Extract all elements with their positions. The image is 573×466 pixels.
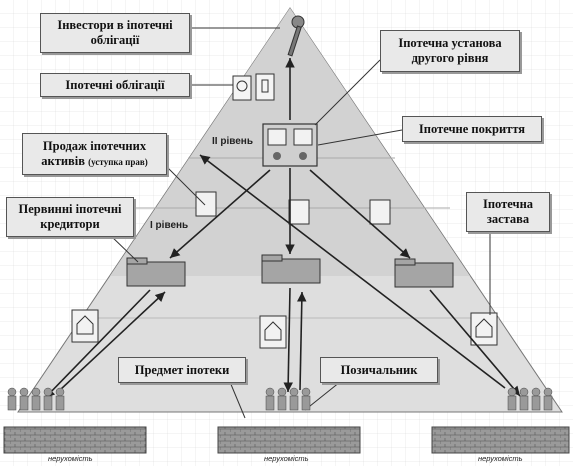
real-estate-label-left: нерухомість (48, 454, 93, 463)
safe-icon (262, 123, 318, 167)
people-group-left (7, 387, 65, 411)
callout-asset-sale-word: активів (41, 153, 86, 168)
callout-asset-sale-line1: Продаж іпотечних (42, 138, 147, 153)
people-group-right (507, 387, 553, 411)
folder-icon-right (394, 258, 454, 288)
callout-mortgage-subject: Предмет іпотеки (118, 357, 246, 383)
folder-icon-center (261, 254, 321, 284)
real-estate-label-center: нерухомість (264, 454, 309, 463)
callout-collateral: Іпотечна застава (466, 192, 550, 232)
brick-building-right (431, 426, 570, 454)
flow-arrows (44, 57, 521, 399)
callout-borrower: Позичальник (320, 357, 438, 383)
callout-primary-lenders: Первинні іпотечні кредитори (6, 197, 134, 237)
level-1-label: І рівень (150, 220, 189, 231)
callout-asset-sale-line2: активів (уступка прав) (41, 154, 147, 170)
real-estate-label-right: нерухомість (478, 454, 523, 463)
people-group-center (265, 387, 311, 411)
brick-building-left (3, 426, 147, 454)
callout-pointers (109, 27, 491, 419)
brick-building-center (217, 426, 361, 454)
key-icon (287, 15, 305, 57)
callout-bonds: Іпотечні облігації (40, 73, 190, 97)
callout-investors: Інвестори в іпотечні облігації (40, 13, 190, 53)
level-2-label: ІІ рівень (212, 136, 253, 147)
callout-coverage: Іпотечне покриття (402, 116, 542, 142)
bond-document-icon (232, 73, 275, 101)
callout-second-level-institution: Іпотечна установа другого рівня (380, 30, 520, 72)
callout-asset-sale-note: (уступка прав) (88, 156, 148, 167)
folder-icon-left (126, 257, 186, 287)
house-document-icon (71, 191, 498, 349)
callout-asset-sale: Продаж іпотечних активів (уступка прав) (22, 133, 167, 175)
